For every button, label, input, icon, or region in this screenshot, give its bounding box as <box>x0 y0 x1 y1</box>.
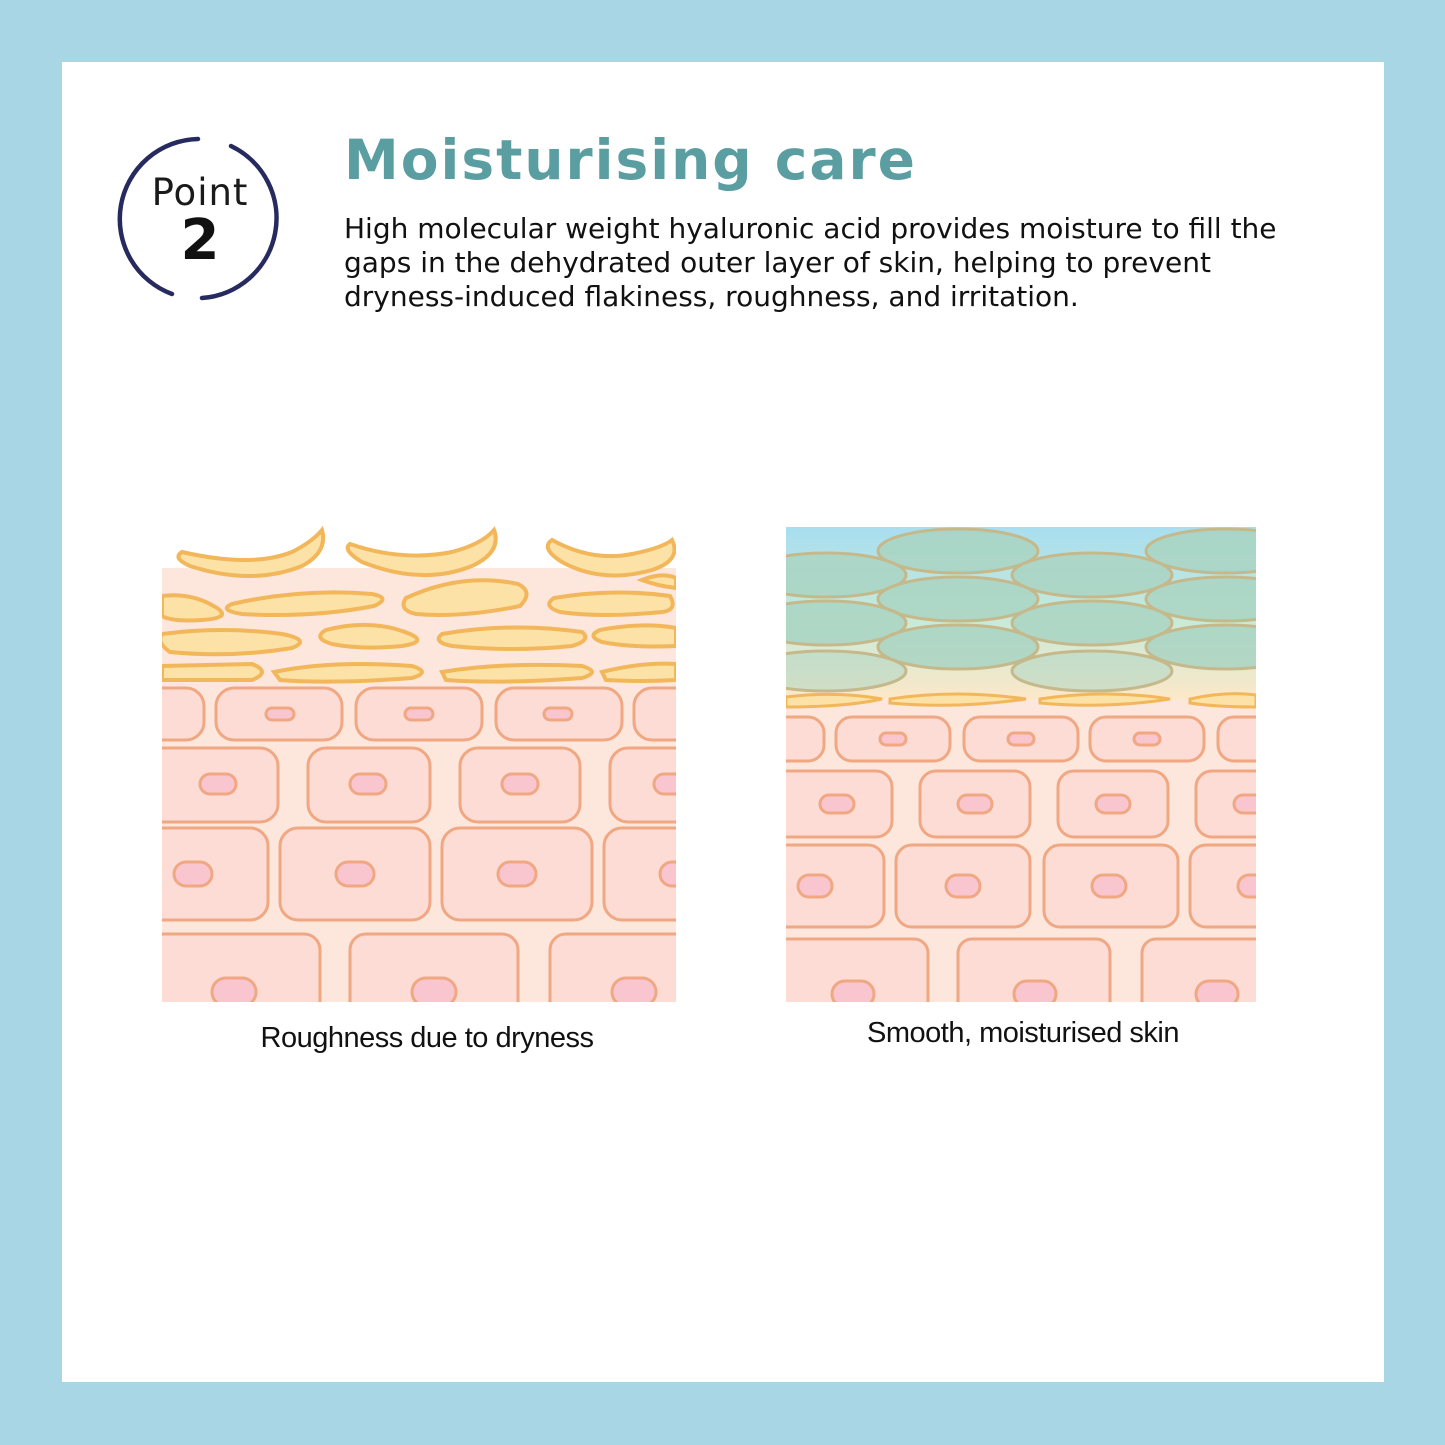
moist-skin-diagram <box>786 527 1256 1002</box>
point-badge: Point 2 <box>116 135 286 305</box>
caption-dry-skin: Roughness due to dryness <box>260 1022 595 1054</box>
dry-skin-nuclei <box>172 706 676 1002</box>
dry-flakes <box>162 525 676 684</box>
description: High molecular weight hyaluronic acid pr… <box>344 212 1277 313</box>
badge-number: 2 <box>180 208 220 273</box>
badge-ring-icon <box>117 136 279 301</box>
page-title: Moisturising care <box>344 128 917 192</box>
badge-word: Point <box>151 171 249 214</box>
dry-skin-diagram <box>162 525 676 1002</box>
dry-skin-cells <box>162 686 676 1002</box>
hydrated-cells <box>786 527 1256 693</box>
moist-skin-nuclei <box>796 731 1256 1002</box>
moist-base-flakes <box>786 692 1256 709</box>
caption-moist-skin: Smooth, moisturised skin <box>867 1017 1179 1049</box>
